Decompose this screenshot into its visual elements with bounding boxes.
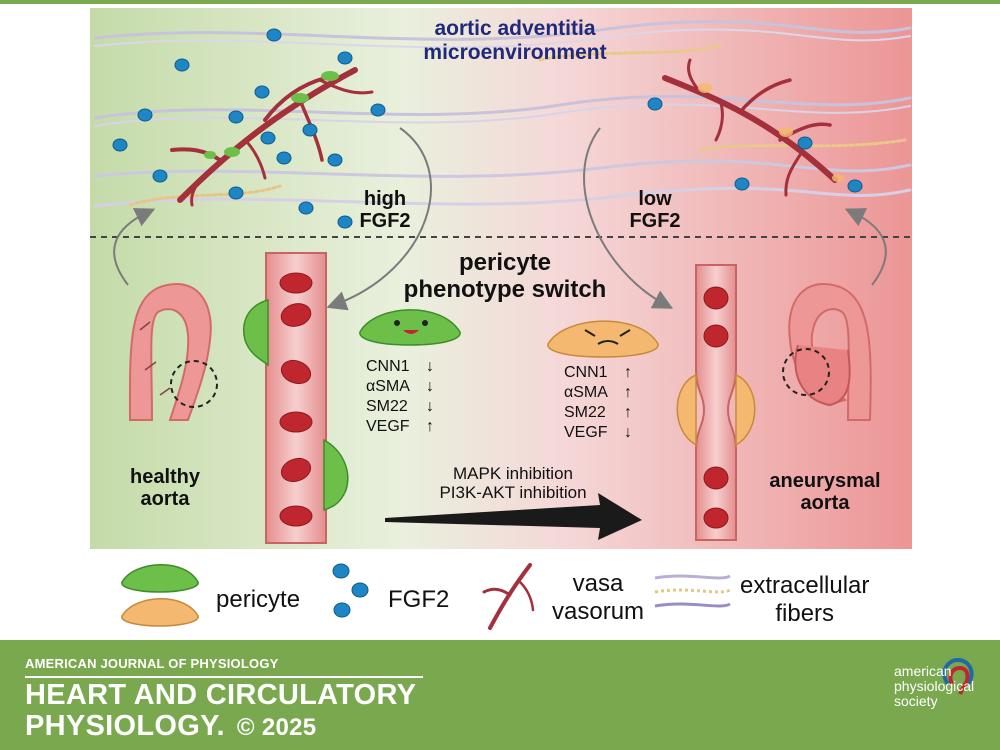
switch-line-1: pericyte (458, 249, 552, 276)
marker-row: CNN1 ↑ (564, 363, 632, 383)
inhibition-line-2: PI3K-AKT inhibition (439, 483, 587, 503)
marker-name: αSMA (366, 378, 410, 395)
label-healthy-aorta: healthy aorta (110, 466, 220, 511)
title-aortic-adventitia: aortic adventitia microenvironment (390, 17, 640, 64)
marker-arrow: ↓ (426, 378, 434, 395)
journal-title: HEART AND CIRCULATORY PHYSIOLOGY. © 2025 (25, 679, 417, 743)
legend-pericyte-icons (121, 564, 199, 627)
legend-fibers-icon (654, 574, 731, 608)
vasa-pericytes-healthy (204, 71, 339, 159)
marker-row: SM22 ↑ (564, 403, 632, 423)
label-low-fgf2: low FGF2 (610, 188, 700, 233)
marker-name: CNN1 (564, 364, 608, 381)
marker-arrow: ↑ (624, 364, 632, 381)
fibers-line-2: fibers (775, 599, 835, 627)
top-accent-strip (0, 0, 1000, 4)
marker-arrow: ↓ (426, 358, 434, 375)
transition-arrow (385, 493, 642, 540)
marker-arrow: ↑ (624, 384, 632, 401)
marker-name: CNN1 (366, 358, 410, 375)
legend-fgf2-label: FGF2 (388, 586, 450, 613)
high-fgf2-line-1: high (363, 188, 407, 210)
label-high-fgf2: high FGF2 (340, 188, 430, 233)
society-line-2: physiological (894, 678, 975, 695)
title-line-2: microenvironment (423, 40, 607, 64)
switch-line-2: phenotype switch (403, 275, 607, 303)
journal-footer: AMERICAN JOURNAL OF PHYSIOLOGY HEART AND… (0, 640, 1000, 750)
copyright-text: © 2025 (236, 714, 317, 742)
aps-logo-icon (942, 657, 974, 695)
society-line-3: society (894, 693, 938, 710)
aneurysmal-line-1: aneurysmal (769, 470, 881, 492)
marker-row: VEGF ↑ (366, 417, 434, 437)
marker-name: αSMA (564, 384, 608, 401)
marker-arrow: ↓ (426, 398, 434, 415)
marker-arrow: ↑ (624, 404, 632, 421)
fgf2-molecules-high (112, 28, 386, 229)
marker-row: VEGF ↓ (564, 423, 632, 443)
label-pericyte-phenotype-switch: pericyte phenotype switch (380, 249, 630, 304)
background-panel (90, 8, 912, 549)
aneurysmal-line-2: aorta (800, 492, 850, 515)
marker-list-healthy: CNN1 ↓ αSMA ↓ SM22 ↓ VEGF ↑ (366, 357, 434, 437)
pericyte-happy-icon (359, 309, 461, 346)
legend-vasa-vasorum-label: vasa vasorum (552, 570, 644, 625)
legend-vasa-vasorum-icon (482, 563, 535, 630)
marker-row: CNN1 ↓ (366, 357, 434, 377)
legend-pericyte-label: pericyte (216, 586, 301, 613)
healthy-line-1: healthy (129, 466, 201, 488)
marker-name: VEGF (366, 418, 410, 435)
aneurysmal-capillary (676, 264, 756, 541)
inhibition-line-1: MAPK inhibition (452, 464, 573, 483)
fibers-line-1: extracellular (740, 572, 870, 599)
society-name: american physiological society (894, 663, 975, 710)
marker-name: SM22 (366, 398, 408, 415)
marker-arrow: ↑ (426, 418, 434, 435)
vasa-pericytes-aneurysmal (698, 83, 844, 182)
high-fgf2-line-2: FGF2 (359, 210, 411, 233)
marker-arrow: ↓ (624, 424, 632, 441)
marker-row: αSMA ↑ (564, 383, 632, 403)
marker-row: SM22 ↓ (366, 397, 434, 417)
society-line-1: american (894, 663, 952, 679)
vasa-line-1: vasa (572, 570, 624, 597)
label-aneurysmal-aorta: aneurysmal aorta (760, 470, 890, 515)
journal-divider (25, 676, 423, 678)
aneurysmal-aorta-illustration (782, 282, 872, 421)
marker-name: SM22 (564, 404, 606, 421)
marker-list-aneurysmal: CNN1 ↑ αSMA ↑ SM22 ↑ VEGF ↓ (564, 363, 632, 443)
healthy-capillary (243, 252, 349, 544)
pericyte-sad-icon (547, 320, 659, 358)
marker-name: VEGF (564, 424, 608, 441)
healthy-aorta-illustration (128, 282, 218, 421)
graphical-abstract (90, 8, 912, 630)
journal-title-line-2: PHYSIOLOGY. (25, 710, 225, 743)
marker-row: αSMA ↓ (366, 377, 434, 397)
journal-series-name: AMERICAN JOURNAL OF PHYSIOLOGY (25, 656, 279, 671)
flow-arrows (113, 127, 887, 311)
vasa-vasorum-aneurysmal (662, 58, 838, 197)
legend-fgf2-icon (332, 563, 369, 618)
journal-title-line-1: HEART AND CIRCULATORY (25, 679, 417, 711)
fgf2-molecules-low (647, 97, 863, 193)
vasa-line-2: vasorum (552, 597, 645, 625)
vasa-vasorum-healthy (170, 67, 374, 207)
low-fgf2-line-2: FGF2 (629, 210, 681, 233)
healthy-line-2: aorta (140, 488, 190, 511)
title-line-1: aortic adventitia (434, 17, 596, 40)
low-fgf2-line-1: low (638, 188, 672, 210)
label-inhibition: MAPK inhibition PI3K-AKT inhibition (408, 464, 618, 502)
legend-fibers-label: extracellular fibers (740, 572, 869, 627)
